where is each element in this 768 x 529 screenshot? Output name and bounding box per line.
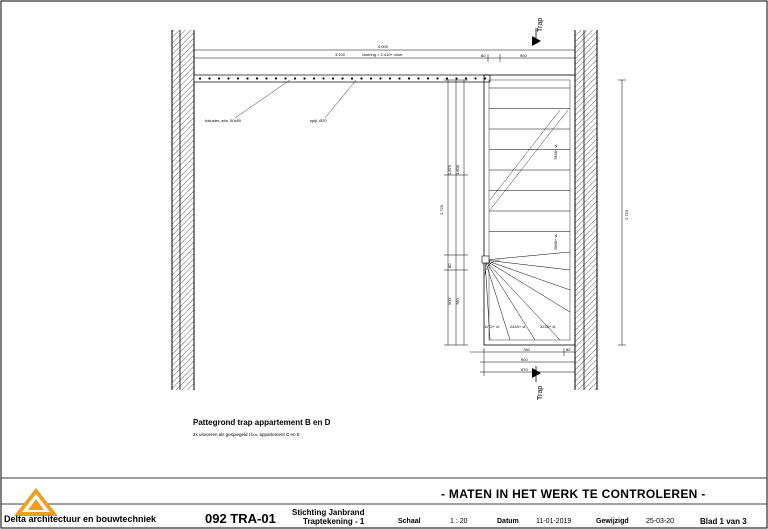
dim-top-small: 80 xyxy=(481,53,486,58)
scale-label: Schaal xyxy=(398,518,421,525)
winder-line xyxy=(484,259,536,341)
step-label-5: 2868+ vl. xyxy=(553,234,558,250)
railing-spindle xyxy=(217,77,221,80)
railing-spindle xyxy=(274,77,278,80)
dim-left-left_c: 900 xyxy=(447,298,452,305)
stair-outline xyxy=(483,74,576,346)
railing-spindle xyxy=(293,77,297,80)
railing-spindle xyxy=(464,77,468,80)
revised-value: 25-03-20 xyxy=(646,518,675,525)
railing-spindle xyxy=(417,77,420,80)
railing-spindle xyxy=(388,77,392,80)
railing-spindle xyxy=(208,77,211,80)
dim-bottom-b: 900 xyxy=(521,357,528,362)
winder-line xyxy=(484,259,491,341)
firm-name: Delta architectuur en bouwtechniek xyxy=(4,514,157,524)
drawing-number: 092 TRA-01 xyxy=(205,511,276,526)
railing-spindle xyxy=(426,77,430,80)
section-arrow-bottom xyxy=(532,366,541,382)
stair-break-lines xyxy=(489,109,569,211)
dim-right-long: 2.720 xyxy=(624,209,629,220)
dim-bottom-c: 970 xyxy=(521,367,528,372)
scale-value: 1 : 20 xyxy=(450,518,468,525)
dim-left-left_long: 2.720 xyxy=(439,204,444,215)
firm-logo xyxy=(14,488,58,516)
railing-spindle xyxy=(303,77,306,80)
railing-spindle xyxy=(284,77,287,80)
dim-left-left_e: 80 xyxy=(447,263,452,268)
winder-line xyxy=(484,259,571,291)
railing-spindle xyxy=(341,77,344,80)
dim-top-left: 3.100 xyxy=(335,52,346,57)
railing-spindle xyxy=(360,77,363,80)
dim-left-left_b: 1.600 xyxy=(455,164,460,175)
warning-text: - MATEN IN HET WERK TE CONTROLEREN - xyxy=(441,487,706,501)
railing-spindle xyxy=(436,77,439,80)
railing-spindle xyxy=(455,77,458,80)
sheet-name: Traptekening - 1 xyxy=(303,517,365,526)
step-label-2: 2444+ vl. xyxy=(510,324,526,329)
revised-label: Gewijzigd xyxy=(596,518,629,525)
drawing-subtitle: 2x uitvoeren als gespiegeld t.b.v. appar… xyxy=(193,432,300,437)
dim-bottom-a: 780 xyxy=(523,347,530,352)
newel-post xyxy=(481,255,490,264)
step-label-4: 7858+ vl. xyxy=(553,144,558,160)
left-wall xyxy=(171,30,195,390)
drawing-title: Pattegrond trap appartement B en D xyxy=(193,418,331,427)
railing-spindle xyxy=(227,77,230,80)
railing-spindle xyxy=(350,77,354,80)
winder-arc xyxy=(484,259,501,276)
railing-spindle xyxy=(322,77,325,80)
railing-spindle xyxy=(265,77,268,80)
date-label: Datum xyxy=(497,518,519,525)
step-label-1: 1172+ vl. xyxy=(484,324,500,329)
railing-spindle xyxy=(474,77,477,80)
railing-spindle xyxy=(369,77,373,80)
stair-winders xyxy=(484,251,571,341)
landing-railing xyxy=(193,74,491,83)
section-label-bottom: Trap xyxy=(537,386,544,400)
railing-spindle xyxy=(407,77,411,80)
client-name: Stichting Janbrand xyxy=(292,508,365,517)
railing-spindle xyxy=(255,77,259,80)
annotation-spijl: spijl, Ø20 xyxy=(310,118,327,123)
railing-spindle xyxy=(198,77,202,80)
dim-left-left_a: 1.870 xyxy=(447,164,452,175)
title-block-lines xyxy=(1,477,767,505)
step-label-3: 3216+ vl. xyxy=(540,324,556,329)
dim-left-left_d: 780 xyxy=(455,298,460,305)
dim-top-right: 900 xyxy=(520,53,527,58)
railing-spindle xyxy=(445,77,449,80)
date-value: 11-01-2019 xyxy=(536,518,572,525)
railing-spindle xyxy=(246,77,249,80)
leader-lines xyxy=(234,79,357,119)
railing-spindle xyxy=(398,77,401,80)
winder-line xyxy=(484,259,561,341)
annotation-baluster: baluster, afm. 50x50 xyxy=(205,118,242,123)
annotation-vloer: vloering = 2.410+ vloer xyxy=(362,52,403,57)
top-dimensions xyxy=(193,46,576,62)
railing-spindle xyxy=(483,77,487,80)
winder-line xyxy=(484,259,571,271)
right-dimension xyxy=(618,79,626,346)
right-wall xyxy=(574,30,598,390)
winder-line xyxy=(484,259,511,341)
dim-top-total: 4.000 xyxy=(378,44,389,49)
winder-line xyxy=(484,259,571,313)
railing-spindle xyxy=(379,77,382,80)
railing-spindle xyxy=(331,77,335,80)
railing-spindle xyxy=(236,77,240,80)
dim-bottom-small: 80 xyxy=(566,347,571,352)
section-arrow-top xyxy=(532,28,541,46)
section-label-top: Trap xyxy=(537,18,544,32)
railing-spindle xyxy=(312,77,316,80)
page-indicator: Blad 1 van 3 xyxy=(700,517,747,526)
winder-line xyxy=(484,251,571,261)
bottom-dimensions xyxy=(470,348,576,376)
